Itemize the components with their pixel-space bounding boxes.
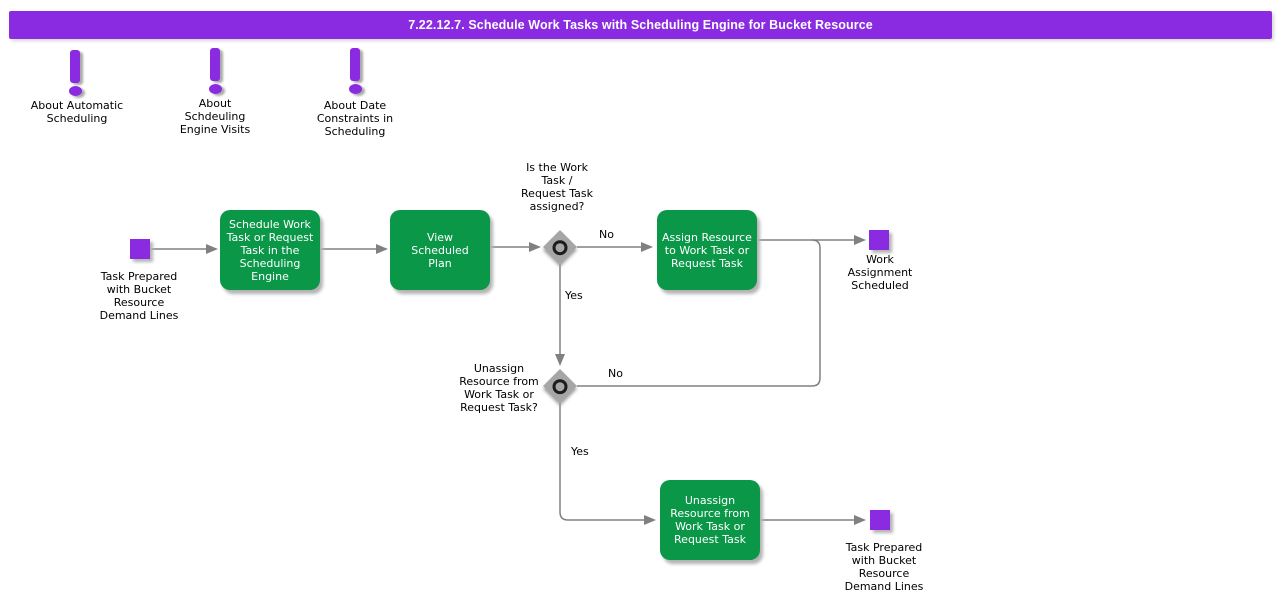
edge-label-no: No [599,228,614,241]
arrowhead [376,244,388,254]
exclamation-dot-icon [68,86,82,96]
exclamation-dot-icon [348,84,362,94]
exclamation-dot-icon [208,84,222,94]
edge-decision2-yes-to-unassign [559,403,644,521]
exclamation-icon [70,50,80,83]
edge-label-yes: Yes [571,445,589,458]
arrowhead [555,354,565,366]
diagram-title-bar: 7.22.12.7. Schedule Work Tasks with Sche… [9,11,1272,39]
end-event-square [869,230,889,250]
note-label: About Automatic Scheduling [30,99,124,125]
end-event-label: Task Prepared with Bucket Resource Deman… [844,541,924,593]
edge-label-no: No [608,367,623,380]
task-schedule-work-task[interactable]: Schedule Work Task or Request Task in th… [220,210,320,290]
end-event-square [870,510,890,530]
task-view-scheduled-plan[interactable]: View Scheduled Plan [390,210,490,290]
task-label: Schedule Work Task or Request Task in th… [226,217,314,283]
start-event-label: Task Prepared with Bucket Resource Deman… [99,270,179,322]
arrowhead [641,242,653,252]
note-about-scheduling-engine-visits[interactable] [195,48,235,94]
arrowhead [206,244,218,254]
note-label: About Schdeuling Engine Visits [179,97,251,136]
task-label: Unassign Resource from Work Task or Requ… [670,494,750,546]
arrowhead [854,235,866,245]
note-about-automatic-scheduling[interactable] [55,50,95,96]
arrowhead [644,515,656,525]
task-label: Assign Resource to Work Task or Request … [662,230,752,270]
note-label: About Date Constraints in Scheduling [316,99,394,138]
decision-ring-icon [549,236,571,258]
task-assign-resource[interactable]: Assign Resource to Work Task or Request … [657,210,757,290]
decision-question-label: Unassign Resource from Work Task or Requ… [459,362,539,414]
task-label: View Scheduled Plan [411,230,469,270]
arrowhead [529,242,541,252]
edge-label-yes: Yes [565,289,583,302]
end-event-label: Work Assignment Scheduled [847,253,913,292]
decision-question-label: Is the Work Task / Request Task assigned… [521,161,593,213]
exclamation-icon [210,48,220,81]
exclamation-icon [350,48,360,81]
note-about-date-constraints[interactable] [335,48,375,94]
task-unassign-resource[interactable]: Unassign Resource from Work Task or Requ… [660,480,760,560]
edge-decision2-no-merge [577,239,821,387]
arrowhead [854,515,866,525]
page-title: 7.22.12.7. Schedule Work Tasks with Sche… [408,18,873,32]
start-event-square [130,239,150,259]
